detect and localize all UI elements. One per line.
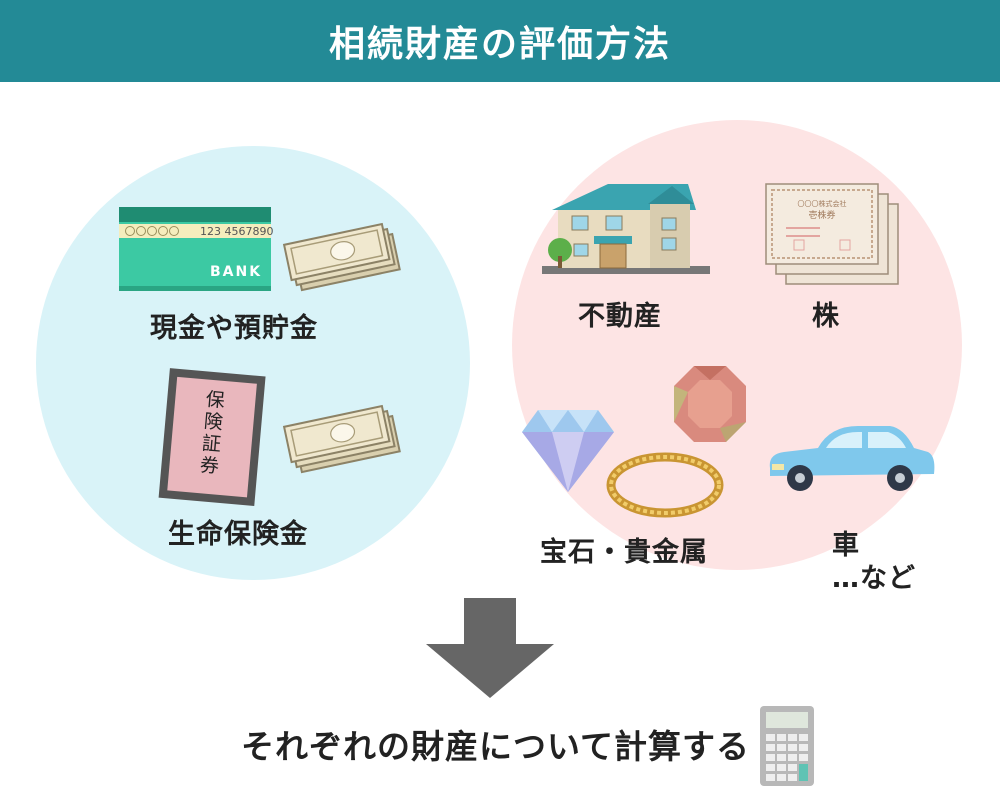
card-number: 123 4567890 <box>200 225 273 238</box>
svg-text:券: 券 <box>199 454 220 478</box>
label-jewelry: 宝石・貴金属 <box>540 537 708 568</box>
label-real-estate: 不動産 <box>578 301 662 332</box>
calculator-icon <box>760 706 814 786</box>
arrow-down-icon <box>426 598 554 698</box>
page-title: 相続財産の評価方法 <box>0 0 1000 82</box>
svg-text:保: 保 <box>205 388 226 412</box>
diamond-icon <box>522 410 614 492</box>
gem-icon <box>674 366 746 442</box>
stock-certificate-title: 壱株券 <box>808 209 835 221</box>
house-icon <box>542 184 710 274</box>
stock-certificate-icon: 〇〇〇株式会社 壱株券 <box>765 183 899 285</box>
stock-company-name: 〇〇〇株式会社 <box>798 199 847 208</box>
label-car: 車 <box>832 530 860 561</box>
banknotes-icon <box>282 404 401 474</box>
label-cash-deposits: 現金や預貯金 <box>150 313 318 344</box>
ring-icon <box>606 452 724 518</box>
conclusion-text: それぞれの財産について計算する <box>240 727 750 766</box>
label-etc: …など <box>832 563 916 594</box>
insurance-certificate-icon: 保 険 証 券 <box>158 368 266 507</box>
svg-text:険: 険 <box>203 410 224 434</box>
car-icon <box>769 426 935 491</box>
label-stocks: 株 <box>812 301 840 332</box>
bank-card-icon: 123 4567890 BANK <box>119 207 273 291</box>
label-life-insurance: 生命保険金 <box>168 519 308 550</box>
banknotes-icon <box>282 222 401 292</box>
card-brand: BANK <box>210 264 262 280</box>
svg-text:証: 証 <box>201 432 222 456</box>
